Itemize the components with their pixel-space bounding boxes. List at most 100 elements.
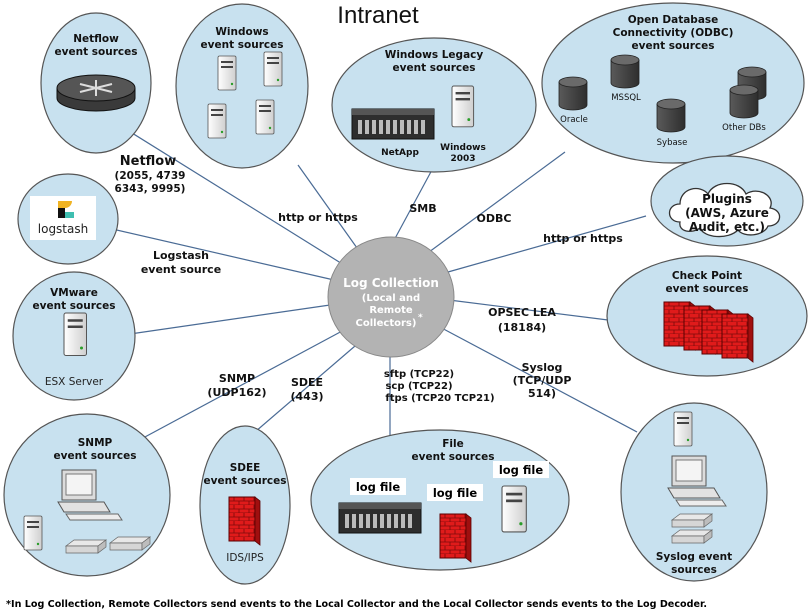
netflow-ports-2: 6343, 9995) — [115, 183, 186, 195]
netapp-label: NetApp — [381, 148, 419, 158]
line-sdee — [247, 339, 363, 439]
line-plugins — [447, 215, 647, 273]
line-odbc — [424, 151, 566, 256]
log-collection-hub: Log Collection (Local and Remote Collect… — [327, 236, 455, 358]
windows-legacy-event-sources: Windows Legacy event sources NetApp Wind… — [331, 37, 537, 173]
center-footnote-mark: * — [418, 313, 423, 323]
file-title: File — [442, 438, 464, 450]
network-switch-icon — [671, 529, 713, 544]
cloud-icon — [668, 182, 781, 238]
line-windows — [297, 164, 363, 256]
file-protocol-sftp: sftp (TCP22) — [384, 369, 454, 380]
snmp-port-label: (UDP162) — [207, 386, 266, 399]
connection-lines — [107, 127, 647, 446]
opsec-port-label: (18184) — [498, 321, 546, 334]
windows-protocol-label: http or https — [278, 211, 358, 224]
file-protocol-scp: scp (TCP22) — [385, 381, 452, 392]
center-line-3: Remote — [369, 305, 413, 316]
line-netflow — [123, 127, 353, 271]
odbc-title-3: event sources — [632, 40, 715, 52]
vmware-title: VMware — [50, 287, 98, 299]
smb-protocol-label: SMB — [409, 202, 436, 215]
sdee-subtitle: event sources — [204, 475, 287, 487]
syslog-protocol-label: Syslog — [522, 361, 563, 374]
sybase-label: Sybase — [657, 138, 688, 148]
logstash-logo-icon — [58, 201, 74, 218]
syslog-event-sources: Syslog event sources — [620, 402, 768, 582]
log-collection-circle — [327, 236, 455, 358]
netapp-storage-icon — [351, 108, 435, 140]
line-legacy — [391, 167, 434, 245]
sdee-title: SDEE — [230, 462, 261, 474]
syslog-port-label-2: 514) — [528, 387, 556, 400]
netflow-event-sources: Netflow event sources — [40, 12, 152, 154]
server-icon — [263, 51, 283, 87]
snmp-protocol-label: SNMP — [219, 372, 255, 385]
log-file-box-1 — [350, 478, 406, 495]
snmp-title: SNMP — [78, 437, 113, 449]
line-snmp — [129, 329, 345, 446]
vmware-event-sources: VMware event sources ESX Server — [12, 271, 136, 401]
log-file-label-2: log file — [433, 486, 478, 500]
server-icon — [451, 85, 475, 128]
esx-server-label: ESX Server — [45, 376, 104, 388]
center-line-1: Log Collection — [343, 276, 439, 290]
syslog-title: Syslog event — [656, 551, 732, 563]
workstation-icon — [57, 469, 123, 521]
windows-event-sources: Windows event sources — [175, 3, 309, 169]
log-file-label-1: log file — [356, 480, 401, 494]
plugins-line-3: Audit, etc.) — [689, 220, 765, 234]
vmware-subtitle: event sources — [33, 300, 116, 312]
database-icon — [610, 54, 640, 89]
line-vmware — [129, 304, 331, 335]
odbc-protocol-label: ODBC — [477, 212, 512, 225]
odbc-bubble — [541, 2, 805, 164]
storage-rack-icon — [338, 502, 422, 534]
snmp-event-sources: SNMP event sources — [3, 413, 171, 577]
checkpoint-subtitle: event sources — [666, 283, 749, 295]
odbc-title-2: Connectivity (ODBC) — [613, 27, 734, 39]
windows2003-label-1: Windows — [440, 143, 486, 153]
log-file-label-3: log file — [499, 463, 544, 477]
checkpoint-title: Check Point — [672, 270, 742, 282]
odbc-title-1: Open Database — [628, 14, 719, 26]
sdee-port-label: (443) — [290, 390, 323, 403]
network-switch-icon — [65, 539, 107, 554]
line-syslog — [435, 324, 638, 433]
plugins-title: Plugins — [702, 192, 752, 206]
legacy-subtitle: event sources — [393, 62, 476, 74]
plugins-event-sources: Plugins (AWS, Azure Audit, etc.) — [650, 155, 804, 247]
line-logstash — [107, 227, 335, 281]
logstash-event-source: logstash — [17, 173, 119, 265]
server-icon — [23, 515, 43, 551]
firewall-icon — [228, 496, 261, 546]
odbc-event-sources: Open Database Connectivity (ODBC) event … — [541, 2, 805, 164]
legacy-title: Windows Legacy — [385, 49, 484, 61]
database-icon — [656, 98, 686, 133]
sdee-protocol-label: SDEE — [291, 376, 323, 389]
plugins-line-2: (AWS, Azure — [685, 206, 769, 220]
logstash-connection-1: Logstash — [153, 249, 209, 262]
firewall-icon — [439, 513, 472, 563]
database-icon — [558, 76, 588, 111]
checkpoint-event-sources: Check Point event sources — [606, 255, 808, 377]
syslog-port-label-1: (TCP/UDP — [513, 374, 572, 387]
network-switch-icon — [109, 536, 151, 551]
sdee-event-sources: SDEE event sources IDS/IPS — [199, 425, 291, 585]
connection-labels: Netflow (2055, 4739 6343, 9995) http or … — [115, 154, 624, 404]
syslog-subtitle: sources — [671, 564, 717, 576]
page-title: Intranet — [337, 2, 419, 29]
footnote: *In Log Collection, Remote Collectors se… — [6, 599, 707, 610]
esx-server-icon — [63, 312, 88, 357]
firewall-icon — [721, 313, 754, 363]
database-icon — [729, 84, 759, 119]
server-icon — [217, 55, 237, 91]
snmp-subtitle: event sources — [54, 450, 137, 462]
other-dbs-label: Other DBs — [722, 123, 766, 133]
ids-ips-label: IDS/IPS — [226, 552, 264, 564]
center-line-4: Collectors) — [356, 318, 417, 329]
windows-title: Windows — [215, 26, 268, 38]
netflow-subtitle: event sources — [55, 46, 138, 58]
network-switch-icon — [671, 513, 713, 528]
opsec-protocol-label: OPSEC LEA — [488, 306, 556, 319]
